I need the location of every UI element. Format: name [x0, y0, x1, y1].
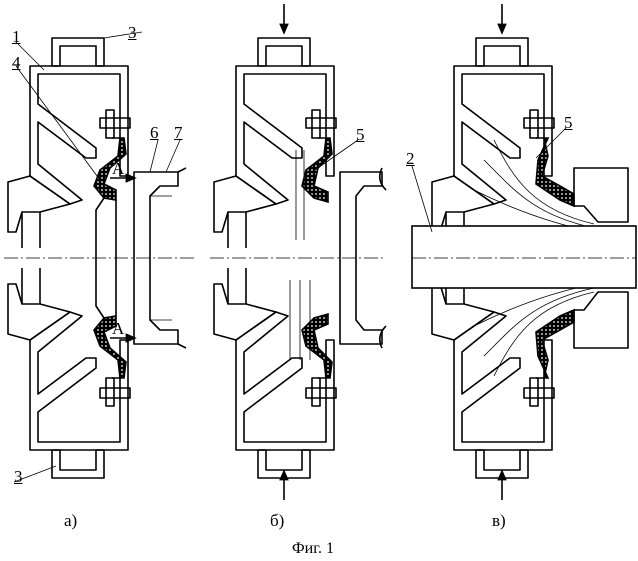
- figure-caption: Фиг. 1: [292, 540, 334, 557]
- view-label-a: а): [64, 512, 77, 529]
- section-marker-a-top: A: [112, 160, 124, 177]
- callout-7: 7: [174, 124, 183, 141]
- callout-2: 2: [406, 150, 415, 167]
- section-marker-a-bottom: A: [112, 320, 124, 337]
- callout-6: 6: [150, 124, 159, 141]
- callout-1: 1: [12, 28, 21, 45]
- callout-4: 4: [12, 54, 21, 71]
- callout-5-view-c: 5: [564, 114, 573, 131]
- view-label-c: в): [492, 512, 506, 529]
- callout-3-top: 3: [128, 24, 137, 41]
- view-b: [210, 4, 386, 500]
- callout-5-view-b: 5: [356, 126, 365, 143]
- view-c: [412, 4, 636, 500]
- callout-3-bottom: 3: [14, 468, 23, 485]
- view-a: [4, 38, 196, 478]
- view-label-b: б): [270, 512, 284, 529]
